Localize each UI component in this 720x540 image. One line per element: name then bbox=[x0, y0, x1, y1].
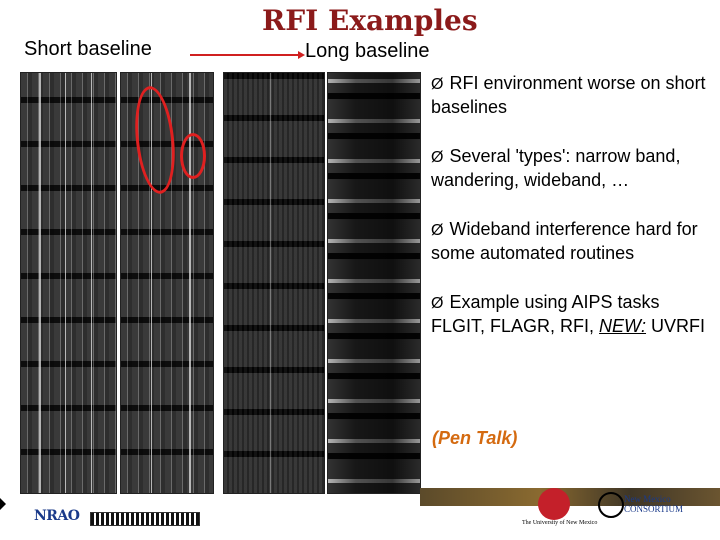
unm-logo-text: The University of New Mexico bbox=[522, 520, 598, 526]
nmc-logo-icon bbox=[598, 492, 624, 518]
bullet-arrow-icon: Ø bbox=[431, 149, 444, 166]
nmc-logo-text: New Mexico CONSORTIUM bbox=[624, 494, 683, 514]
slide-title: RFI Examples bbox=[262, 4, 478, 37]
nrao-logo: NRAO bbox=[34, 508, 80, 524]
rfi-highlight-ellipse-small bbox=[180, 133, 206, 179]
rfi-waterfall-panel-3 bbox=[223, 72, 325, 494]
nm-tech-logo-icon bbox=[90, 512, 200, 526]
arrow-right-icon bbox=[190, 51, 305, 59]
short-baseline-label: Short baseline bbox=[24, 38, 152, 60]
long-baseline-label: Long baseline bbox=[305, 40, 430, 62]
footer-logos: NRAO The University of New Mexico New Me… bbox=[0, 488, 720, 540]
unm-logo-icon bbox=[538, 488, 570, 520]
bullet-arrow-icon: Ø bbox=[431, 295, 444, 312]
new-emphasis: NEW: bbox=[599, 316, 647, 336]
rfi-waterfall-panel-1 bbox=[20, 72, 117, 494]
bullet-arrow-icon: Ø bbox=[431, 222, 444, 239]
triangle-marker-icon bbox=[0, 498, 6, 510]
rfi-waterfall-panel-4 bbox=[327, 72, 421, 494]
bullet-arrow-icon: Ø bbox=[431, 76, 444, 93]
pen-talk-note: (Pen Talk) bbox=[432, 428, 518, 448]
footer-image-strip bbox=[420, 488, 720, 506]
